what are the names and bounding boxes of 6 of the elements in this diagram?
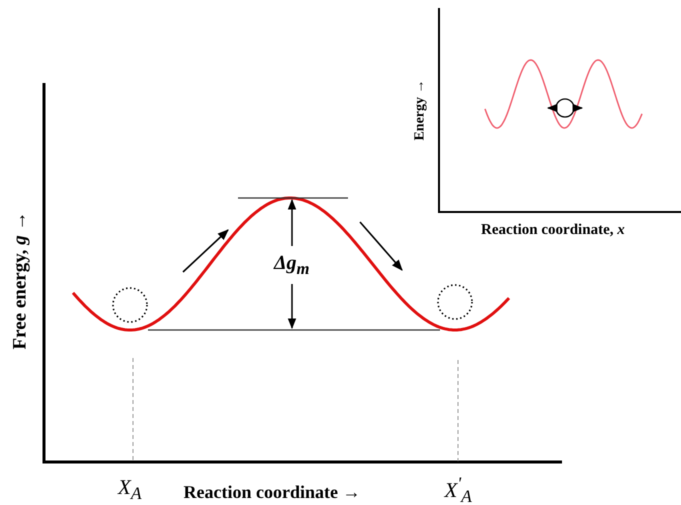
axis-title: Reaction coordinate →	[184, 483, 360, 501]
axis-title: Reaction coordinate, x	[481, 222, 625, 238]
axis-title: Free energy, g →	[10, 211, 30, 349]
axis-tick-label: X$_{A}$	[118, 477, 142, 503]
quantity-label: Δg$_{m}$	[274, 252, 310, 278]
axis-title: Energy →	[413, 79, 428, 141]
